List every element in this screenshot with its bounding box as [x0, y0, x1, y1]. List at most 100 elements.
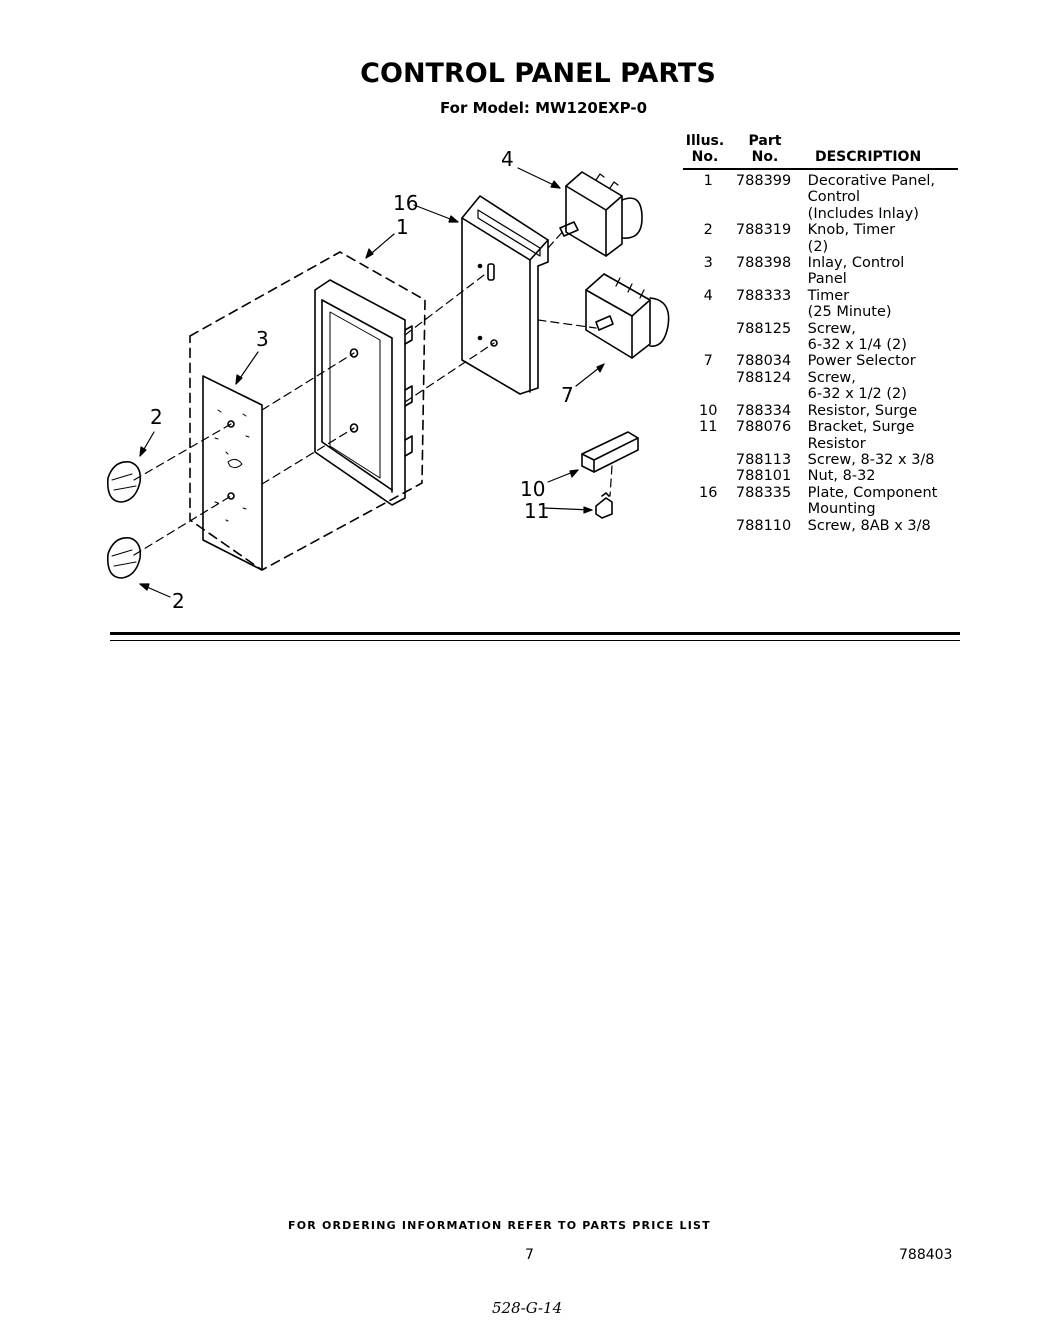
description-line: Plate, Component	[807, 484, 938, 501]
illus-no-cell: 4	[703, 287, 713, 304]
description-cell: Screw,6-32 x 1/2 (2)	[794, 370, 963, 403]
decorative-panel-frame	[314, 279, 413, 506]
part-no-cell: 788319	[735, 222, 792, 239]
ordering-info-note: FOR ORDERING INFORMATION REFER TO PARTS …	[288, 1219, 711, 1232]
exploded-parts-diagram: 4 16 1 3 2 7 10 11 2	[106, 147, 670, 613]
description-line: Decorative Panel,	[807, 173, 935, 189]
surge-resistor-bracket	[595, 492, 613, 519]
timer-knob-lower	[106, 537, 142, 579]
description-line: Knob, Timer	[807, 222, 896, 239]
callout-arrows	[139, 167, 605, 598]
divider-rule-bottom	[110, 640, 960, 641]
description-cell: Decorative Panel,Control(Includes Inlay)	[794, 173, 963, 222]
part-no-cell: 788125	[735, 320, 792, 337]
description-cell: Power Selector	[794, 353, 963, 369]
component-mounting-plate	[461, 195, 549, 395]
description-line: (2)	[807, 238, 829, 255]
description-line: Screw, 8AB x 3/8	[807, 517, 931, 534]
divider-rule-top	[110, 632, 960, 635]
document-number: 788403	[899, 1247, 953, 1263]
part-no-cell: 788398	[735, 255, 792, 272]
illus-no-cell: 2	[703, 222, 713, 239]
header-illus-no: Illus. No.	[685, 133, 725, 165]
description-line: Control	[807, 189, 861, 206]
callout-labels: 4 16 1 3 2 7 10 11 2	[150, 147, 574, 613]
part-no-cell: 788076	[735, 419, 792, 436]
page-number: 7	[525, 1247, 534, 1263]
callout-2-upper: 2	[150, 405, 163, 429]
description-line: 6-32 x 1/4 (2)	[807, 337, 907, 354]
part-no-cell: 788333	[735, 287, 792, 304]
power-selector-component	[585, 273, 670, 359]
description-cell: Knob, Timer(2)	[794, 222, 963, 255]
illus-no-cell: 3	[703, 255, 713, 272]
assembly-leader-lines	[133, 227, 613, 556]
description-line: Mounting	[807, 501, 876, 518]
description-line: Timer	[807, 287, 850, 304]
handwritten-note: 528-G-14	[492, 1299, 563, 1317]
callout-4: 4	[501, 147, 514, 171]
part-no-cell: 788335	[735, 484, 792, 501]
description-cell: Timer(25 Minute)	[794, 288, 963, 321]
illus-no-cell: 1	[703, 173, 713, 189]
callout-3: 3	[256, 327, 269, 351]
page-title: CONTROL PANEL PARTS	[360, 58, 716, 89]
part-no-cell: 788101	[735, 468, 792, 485]
part-no-cell: 788113	[735, 451, 792, 468]
header-part-no: Part No.	[748, 133, 782, 165]
description-cell: Resistor, Surge	[794, 403, 963, 419]
header-description: DESCRIPTION	[815, 149, 922, 165]
callout-2-lower: 2	[172, 589, 185, 613]
description-line: Screw, 8-32 x 3/8	[807, 451, 935, 468]
description-line: Bracket, Surge	[807, 419, 915, 436]
description-cell: Screw, 8-32 x 3/8	[794, 452, 963, 468]
timer-knob-upper	[106, 461, 142, 503]
table-header-rule	[683, 168, 958, 170]
description-cell: Nut, 8-32	[794, 468, 963, 484]
description-line: (Includes Inlay)	[807, 205, 919, 222]
illus-no-cell: 11	[699, 419, 718, 436]
description-cell: Screw,6-32 x 1/4 (2)	[794, 321, 963, 354]
description-line: Panel	[807, 271, 847, 288]
part-no-cell: 788034	[735, 353, 792, 370]
callout-11: 11	[524, 499, 549, 523]
description-line: Screw,	[807, 369, 856, 386]
description-line: Resistor	[807, 435, 866, 452]
callout-7: 7	[561, 383, 574, 407]
description-line: Nut, 8-32	[807, 468, 876, 485]
callout-16: 16	[393, 191, 418, 215]
model-subtitle: For Model: MW120EXP-0	[440, 99, 648, 117]
illus-no-cell: 7	[703, 353, 713, 370]
illus-no-cell: 10	[699, 402, 718, 419]
inlay-control-panel	[202, 375, 263, 571]
illus-no-cell: 16	[699, 484, 718, 501]
description-line: 6-32 x 1/2 (2)	[807, 386, 907, 403]
table-row: 788110 Screw, 8AB x 3/8	[683, 518, 963, 534]
table-row: 788101 Nut, 8-32	[683, 468, 963, 484]
part-no-cell: 788334	[735, 402, 792, 419]
table-row: 788113 Screw, 8-32 x 3/8	[683, 452, 963, 468]
description-line: Power Selector	[807, 353, 916, 370]
description-line: Inlay, Control	[807, 255, 905, 272]
callout-1: 1	[396, 215, 409, 239]
part-no-cell: 788399	[735, 173, 792, 189]
part-no-cell: 788124	[735, 369, 792, 386]
description-line: Resistor, Surge	[807, 402, 918, 419]
callout-10: 10	[520, 477, 545, 501]
part-no-cell: 788110	[735, 517, 792, 534]
table-row: 7 788034 Power Selector	[683, 353, 963, 369]
description-line: Screw,	[807, 320, 856, 337]
timer-component	[559, 171, 643, 257]
surge-resistor	[581, 431, 639, 473]
